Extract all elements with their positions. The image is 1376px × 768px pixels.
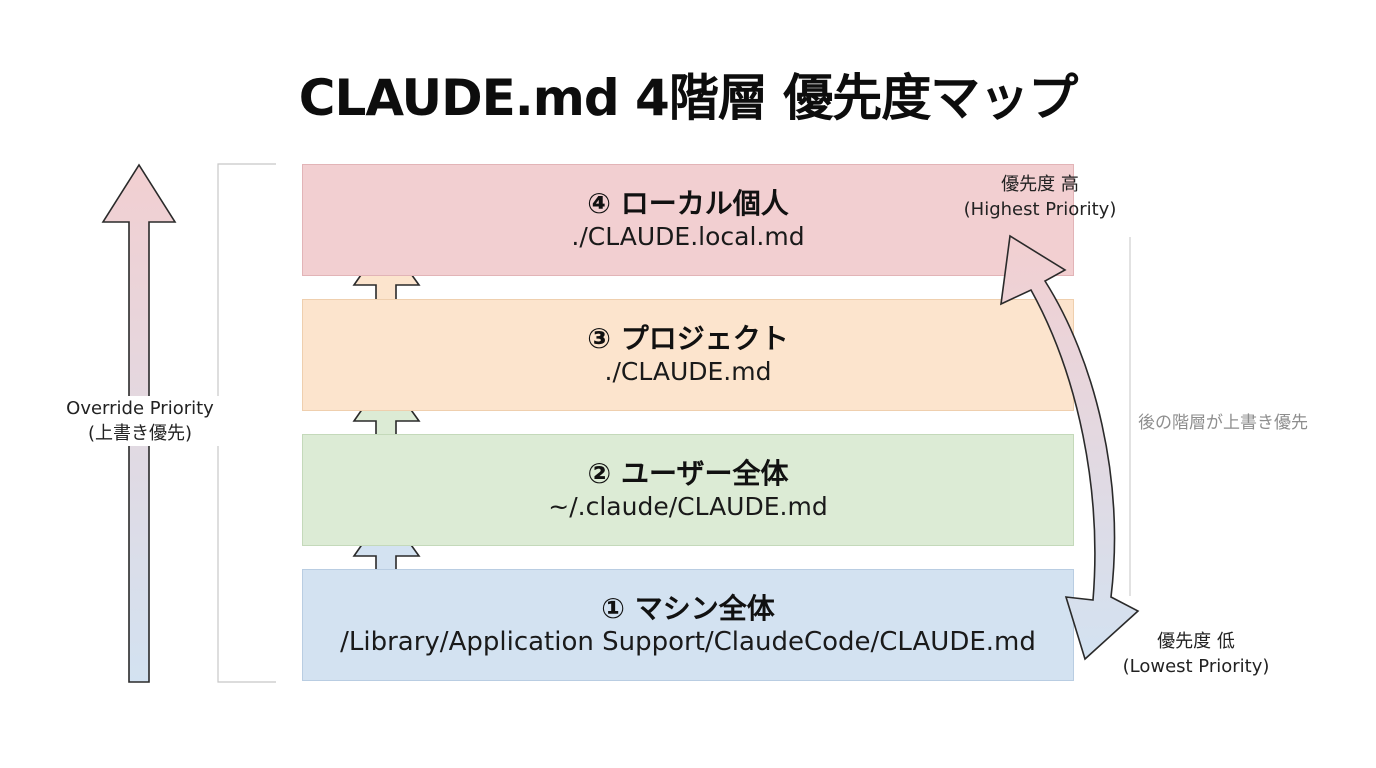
priority-high-line2: (Highest Priority) (963, 199, 1117, 220)
priority-high-label: 優先度 高 (Highest Priority) (940, 172, 1140, 222)
priority-low-line2: (Lowest Priority) (1122, 656, 1270, 677)
layer-4-name: ④ ローカル個人 (587, 187, 789, 220)
override-priority-line1: Override Priority (66, 398, 214, 419)
layer-local-personal: ④ ローカル個人 ./CLAUDE.local.md (302, 164, 1074, 276)
layer-1-name: ① マシン全体 (601, 592, 775, 625)
layer-3-name: ③ プロジェクト (587, 322, 789, 355)
layer-2-name: ② ユーザー全体 (587, 457, 789, 490)
layer-3-path: ./CLAUDE.md (604, 357, 772, 386)
layer-1-path: /Library/Application Support/ClaudeCode/… (340, 627, 1036, 657)
priority-low-label: 優先度 低 (Lowest Priority) (1096, 629, 1296, 679)
layer-machine-global: ① マシン全体 /Library/Application Support/Cla… (302, 569, 1074, 681)
later-layer-note: 後の階層が上書き優先 (1138, 413, 1308, 433)
layer-project: ③ プロジェクト ./CLAUDE.md (302, 299, 1074, 411)
override-priority-line2: (上書き優先) (87, 423, 193, 444)
priority-high-line1: 優先度 高 (1001, 174, 1079, 195)
layer-2-path: ~/.claude/CLAUDE.md (548, 492, 828, 521)
priority-low-line1: 優先度 低 (1157, 631, 1235, 652)
layer-user-global: ② ユーザー全体 ~/.claude/CLAUDE.md (302, 434, 1074, 546)
override-priority-label: Override Priority (上書き優先) (40, 396, 240, 446)
layer-4-path: ./CLAUDE.local.md (571, 222, 805, 251)
page-title: CLAUDE.md 4階層 優先度マップ (298, 69, 1078, 127)
